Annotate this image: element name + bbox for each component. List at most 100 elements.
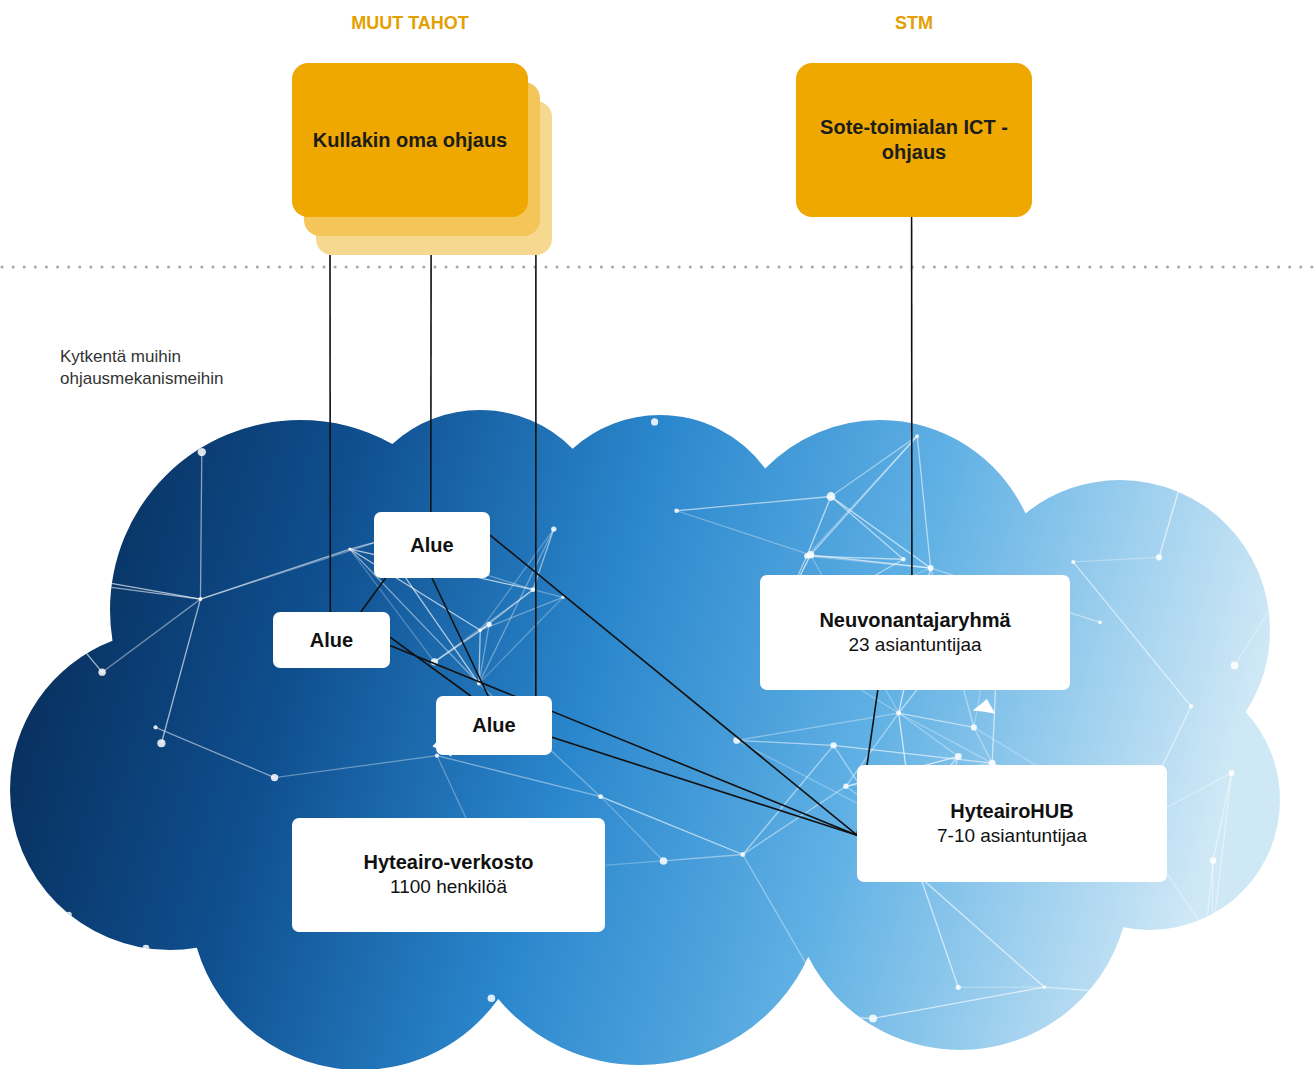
mesh-glow — [901, 557, 905, 561]
mesh-line — [1044, 987, 1162, 996]
mesh-glow — [75, 581, 79, 585]
mesh-line — [899, 713, 993, 763]
mesh-glow — [1210, 857, 1217, 864]
steering-box: MUUT TAHOTKullakin oma ohjaus — [292, 63, 552, 255]
mesh-glow — [807, 551, 814, 558]
mesh-glow — [955, 753, 962, 760]
mesh-line — [1235, 547, 1309, 665]
info-box: Neuvonantajaryhmä23 asiantuntijaa — [760, 575, 1070, 690]
mesh-line — [28, 948, 146, 1002]
mesh-glow — [10, 562, 18, 570]
mesh-glow — [1191, 434, 1197, 440]
mesh-line — [807, 497, 831, 557]
mesh-line — [0, 948, 146, 1016]
mesh-line — [831, 497, 903, 560]
mesh-glow — [1042, 985, 1046, 989]
mesh-line — [4, 1002, 28, 1011]
mesh-line — [899, 713, 974, 727]
column-heading: STM — [796, 13, 1032, 34]
box-body: HyteairoHUB7-10 asiantuntijaa — [857, 765, 1167, 882]
mesh-glow — [551, 526, 556, 531]
mesh-glow — [956, 985, 961, 990]
mesh-line — [434, 590, 533, 662]
box-title: Alue — [410, 533, 453, 558]
mesh-glow — [531, 587, 536, 592]
mesh-line — [958, 986, 1044, 987]
mesh-line — [1159, 437, 1194, 558]
mesh-line — [601, 797, 743, 855]
mesh-glow — [971, 724, 977, 730]
mesh-glow — [1161, 994, 1164, 997]
mesh-glow — [1229, 770, 1235, 776]
mesh-glow — [830, 742, 836, 748]
column-heading: MUUT TAHOT — [292, 13, 528, 34]
mesh-line — [743, 786, 846, 854]
mesh-line — [14, 566, 77, 583]
box-title: Sote-toimialan ICT -ohjaus — [812, 115, 1016, 165]
mesh-line — [601, 797, 664, 861]
mesh-glow — [1098, 620, 1102, 624]
box-body: Alue — [273, 612, 390, 668]
connector-line — [432, 578, 488, 696]
mesh-glow — [843, 784, 848, 789]
box-body: Alue — [374, 512, 490, 578]
mesh-glow — [1231, 662, 1239, 670]
mesh-glow — [651, 418, 658, 425]
mesh-line — [480, 529, 554, 630]
mesh-line — [831, 436, 917, 496]
box-title: Kullakin oma ohjaus — [313, 128, 507, 153]
connector-line — [390, 637, 471, 696]
mesh-line — [77, 583, 200, 599]
mesh-line — [4, 1011, 181, 1017]
box-title: HyteairoHUB — [950, 799, 1073, 824]
mesh-glow — [1209, 937, 1216, 944]
mesh-line — [917, 436, 930, 568]
mesh-glow — [827, 492, 836, 501]
mesh-line — [899, 713, 959, 756]
mesh-line — [479, 597, 563, 683]
mesh-glow — [153, 725, 157, 729]
mesh-line — [1073, 557, 1159, 562]
mesh-line — [743, 745, 834, 854]
box-title: Alue — [472, 713, 515, 738]
box-subtitle: 1100 henkilöä — [390, 875, 507, 900]
mesh-line — [69, 915, 181, 1017]
mesh-glow — [198, 448, 206, 456]
box-body: Hyteairo-verkosto1100 henkilöä — [292, 818, 605, 932]
mesh-glow — [0, 1007, 8, 1015]
mesh-line — [4, 948, 146, 1011]
mesh-glow — [348, 547, 351, 550]
box-body: Neuvonantajaryhmä23 asiantuntijaa — [760, 575, 1070, 690]
mesh-glow — [660, 857, 668, 865]
mesh-glow — [98, 668, 105, 675]
connector-line — [911, 217, 913, 575]
mesh-line — [1162, 996, 1198, 1008]
mesh-line — [1163, 1007, 1198, 1009]
box-title: Neuvonantajaryhmä — [819, 608, 1010, 633]
box-subtitle: 23 asiantuntijaa — [848, 633, 981, 658]
mesh-line — [4, 915, 69, 1011]
connector-line — [535, 255, 537, 696]
mesh-line — [14, 566, 201, 599]
mesh-glow — [488, 994, 496, 1002]
mesh-line — [14, 566, 102, 672]
mesh-line — [1213, 773, 1232, 861]
mesh-glow — [674, 508, 679, 513]
mesh-line — [0, 1011, 4, 1016]
mesh-line — [664, 855, 743, 861]
mesh-glow — [1156, 554, 1162, 560]
mesh-line — [161, 599, 200, 743]
mesh-glow — [0, 1013, 3, 1019]
mesh-line — [1198, 861, 1213, 1008]
mesh-line — [837, 1017, 873, 1018]
info-box: Alue — [436, 696, 552, 755]
mesh-line — [200, 452, 201, 599]
mesh-line — [1162, 996, 1164, 1007]
mesh-glow — [96, 397, 104, 405]
mesh-glow — [66, 912, 72, 918]
mesh-glow — [141, 1011, 148, 1018]
info-box: HyteairoHUB7-10 asiantuntijaa — [857, 765, 1167, 882]
mesh-glow — [896, 711, 901, 716]
